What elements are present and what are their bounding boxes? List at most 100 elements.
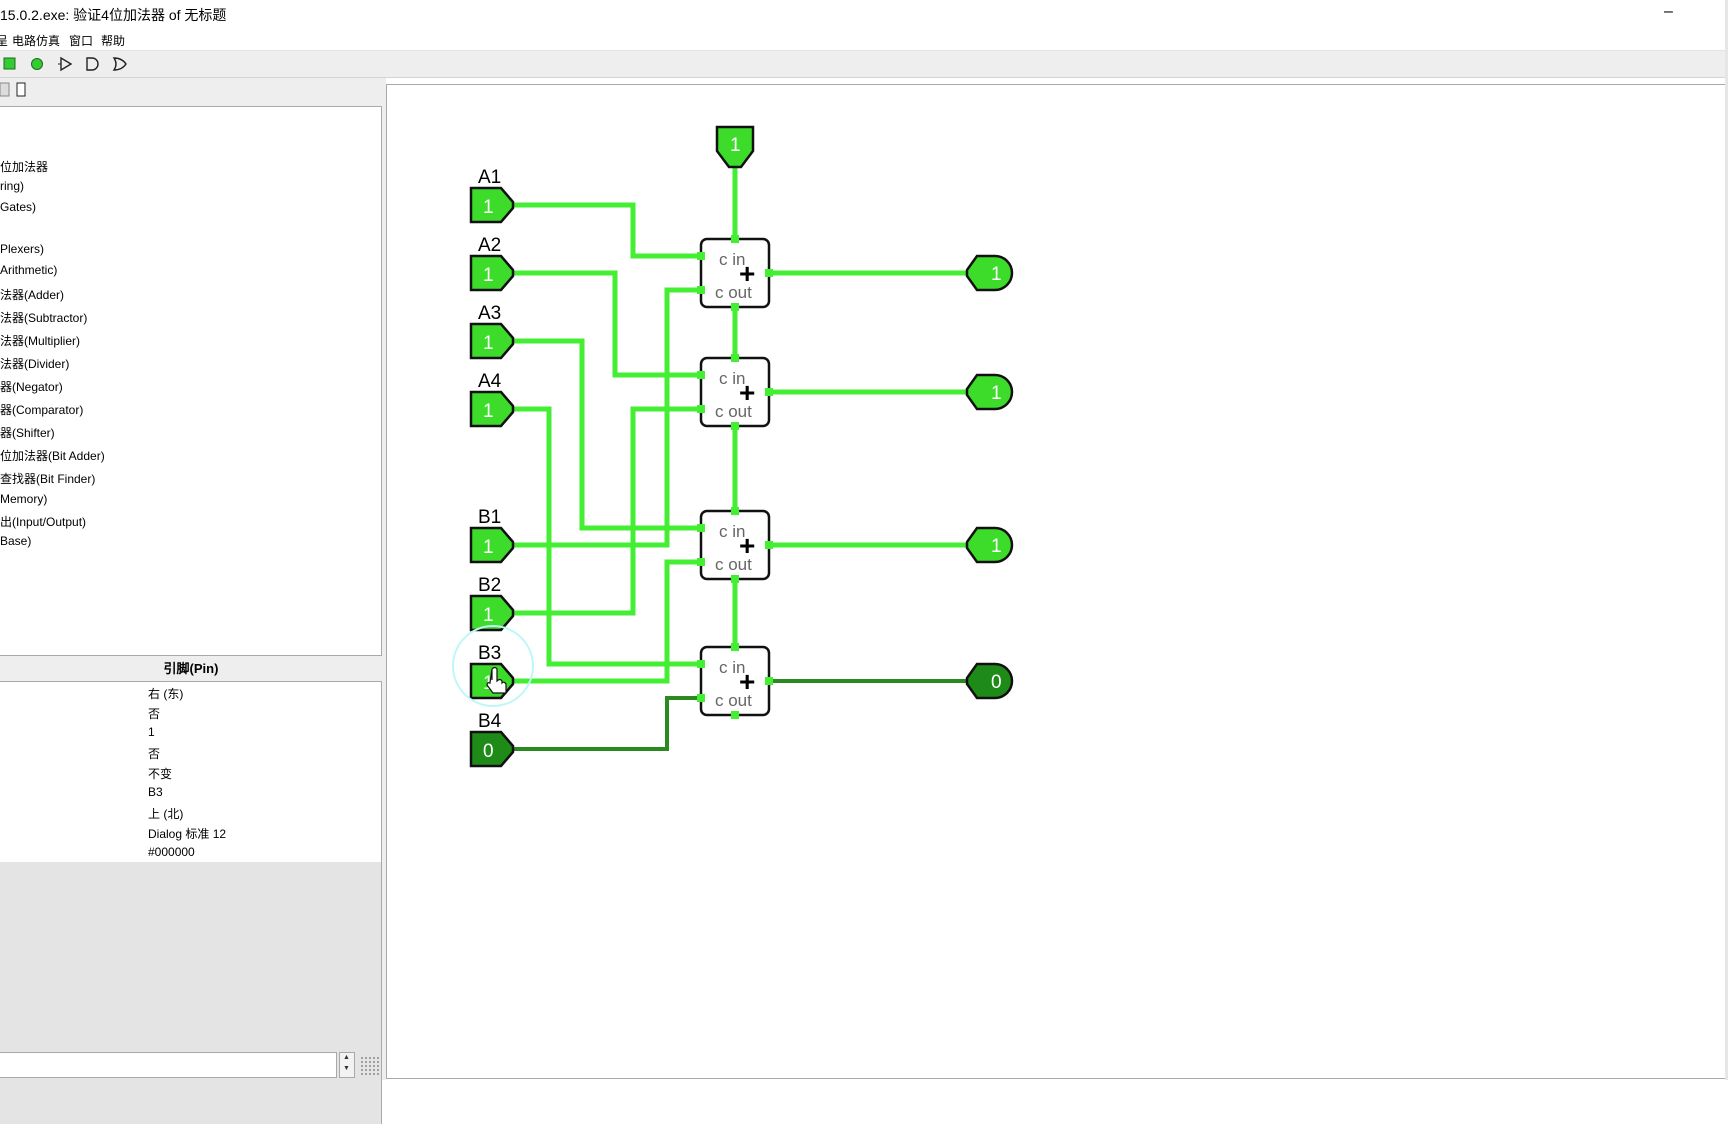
pin-value: 0 bbox=[991, 672, 1002, 693]
adder-port bbox=[697, 524, 705, 532]
adder-4: c in c out+ bbox=[697, 643, 773, 719]
tree-item-bit-finder[interactable]: 查找器(Bit Finder) bbox=[0, 472, 96, 486]
adder-cout-label: c out bbox=[715, 555, 752, 574]
pin-body bbox=[469, 322, 515, 360]
pin-body bbox=[469, 254, 515, 292]
attr-label-value[interactable]: B3 bbox=[148, 785, 163, 799]
menu-simulate[interactable]: 电路仿真 bbox=[12, 34, 61, 48]
window-title: 15.0.2.exe: 验证4位加法器 of 无标题 bbox=[0, 7, 227, 23]
input-pin-a2: A21 bbox=[469, 235, 515, 292]
adder-cout-label: c out bbox=[715, 402, 752, 421]
pin-label: A4 bbox=[478, 371, 502, 392]
adder-plus-symbol: + bbox=[739, 377, 755, 408]
attr-data-bits-value[interactable]: 1 bbox=[148, 725, 155, 739]
tree-item-adder[interactable]: 法器(Adder) bbox=[0, 288, 65, 302]
tree-item-plexers[interactable]: Plexers) bbox=[0, 242, 45, 256]
explorer-simulation-icon[interactable] bbox=[15, 82, 27, 98]
attr-output-value[interactable]: 否 bbox=[148, 707, 161, 721]
component-tree: 位加法器 ring) Gates) Plexers) Arithmetic) 法… bbox=[0, 106, 382, 656]
attr-label-color-value[interactable]: #000000 bbox=[148, 845, 195, 859]
adder-port bbox=[731, 643, 739, 651]
menu-project[interactable]: 呈 bbox=[0, 34, 9, 48]
tree-item-wiring[interactable]: ring) bbox=[0, 179, 25, 193]
attr-pull-value[interactable]: 不变 bbox=[148, 767, 173, 781]
tree-item-input-output[interactable]: 出(Input/Output) bbox=[0, 515, 87, 529]
pin-value: 1 bbox=[991, 536, 1002, 557]
tree-item-gates[interactable]: Gates) bbox=[0, 200, 37, 214]
attr-three-state-value[interactable]: 否 bbox=[148, 747, 161, 761]
adder-port bbox=[697, 405, 705, 413]
explorer-toolbox-icon[interactable] bbox=[0, 82, 10, 98]
input-pin-b4: B40 bbox=[469, 711, 515, 768]
wire-a3 bbox=[513, 338, 701, 531]
adder-2: c inc out+ bbox=[697, 354, 773, 430]
pin-value: 1 bbox=[483, 265, 494, 286]
hand-cursor-icon bbox=[486, 666, 507, 694]
or-gate-icon[interactable] bbox=[112, 56, 128, 72]
attr-label-font-value[interactable]: Dialog 标准 12 bbox=[148, 827, 227, 841]
adder-plus-symbol: + bbox=[739, 666, 755, 697]
wire-b4 bbox=[513, 696, 701, 751]
tree-item-4bit-adder[interactable]: 位加法器 bbox=[0, 160, 49, 174]
pin-label: B3 bbox=[478, 643, 501, 664]
adder-cout-label: c out bbox=[715, 691, 752, 710]
adder-port bbox=[731, 422, 739, 430]
tree-item-base[interactable]: Base) bbox=[0, 534, 32, 548]
output-pin-1: 1 bbox=[965, 254, 1014, 292]
tree-item-comparator[interactable]: 器(Comparator) bbox=[0, 403, 84, 417]
adder-port bbox=[765, 541, 773, 549]
green-circle-icon[interactable] bbox=[29, 56, 45, 72]
menu-window[interactable]: 窗口 bbox=[69, 34, 94, 48]
adder-plus-symbol: + bbox=[739, 258, 755, 289]
pin-body bbox=[715, 125, 755, 169]
adder-cin-label: c in bbox=[719, 658, 745, 677]
adder-plus-symbol: + bbox=[739, 530, 755, 561]
output-pin-4: 0 bbox=[965, 662, 1014, 700]
input-pin-b2: B21 bbox=[469, 575, 515, 632]
attr-label-location-value[interactable]: 上 (北) bbox=[148, 807, 184, 821]
pin-body bbox=[469, 390, 515, 428]
resize-grip[interactable] bbox=[360, 1056, 380, 1076]
adder-port bbox=[731, 575, 739, 583]
tree-item-negator[interactable]: 器(Negator) bbox=[0, 380, 63, 394]
spinner-down-icon[interactable]: ▼ bbox=[343, 1065, 350, 1072]
attr-facing-value[interactable]: 右 (东) bbox=[148, 687, 184, 701]
circuit-diagram: c inc out+c inc out+c inc out+c inc out+… bbox=[452, 125, 1014, 768]
tree-item-shifter[interactable]: 器(Shifter) bbox=[0, 426, 55, 440]
wire-a4 bbox=[513, 406, 701, 667]
zoom-input[interactable] bbox=[0, 1052, 337, 1078]
pin-label: B1 bbox=[478, 507, 501, 528]
menu-help[interactable]: 帮助 bbox=[101, 34, 126, 48]
and-gate-icon[interactable] bbox=[84, 56, 100, 72]
pin-value: 1 bbox=[483, 197, 494, 218]
pin-label: A3 bbox=[478, 303, 501, 324]
adder-port bbox=[697, 558, 705, 566]
input-pin-b1: B11 bbox=[469, 507, 515, 564]
tree-item-subtractor[interactable]: 法器(Subtractor) bbox=[0, 311, 88, 325]
wire-b3 bbox=[513, 559, 701, 684]
attribute-table: 右 (东) 否 1 否 不变 B3 上 (北) Dialog 标准 12 #00… bbox=[0, 681, 382, 863]
adder-1: c inc out+ bbox=[697, 235, 773, 311]
input-pin-a4: A41 bbox=[469, 371, 515, 428]
hover-ring bbox=[452, 625, 534, 707]
spinner-up-icon[interactable]: ▲ bbox=[343, 1054, 350, 1061]
tree-item-divider[interactable]: 法器(Divider) bbox=[0, 357, 70, 371]
adder-port bbox=[697, 286, 705, 294]
tree-item-memory[interactable]: Memory) bbox=[0, 492, 48, 506]
play-triangle-icon[interactable] bbox=[58, 56, 74, 72]
adder-port bbox=[731, 235, 739, 243]
tree-item-arithmetic[interactable]: Arithmetic) bbox=[0, 263, 58, 277]
pin-value: 1 bbox=[483, 333, 494, 354]
tree-item-multiplier[interactable]: 法器(Multiplier) bbox=[0, 334, 81, 348]
green-square-icon[interactable] bbox=[2, 56, 18, 72]
adder-port bbox=[731, 354, 739, 362]
zoom-spinner[interactable]: ▲ ▼ bbox=[339, 1052, 355, 1078]
wire-a2 bbox=[513, 270, 701, 378]
wires bbox=[513, 166, 973, 751]
minimize-button[interactable]: – bbox=[1664, 3, 1673, 20]
tree-item-bit-adder[interactable]: 位加法器(Bit Adder) bbox=[0, 449, 105, 463]
menu-bar: 呈 电路仿真 窗口 帮助 bbox=[0, 28, 1728, 51]
pins: A11A21A31A41B11B21B31B4011110 bbox=[452, 125, 1014, 768]
wire-a1 bbox=[513, 202, 701, 259]
